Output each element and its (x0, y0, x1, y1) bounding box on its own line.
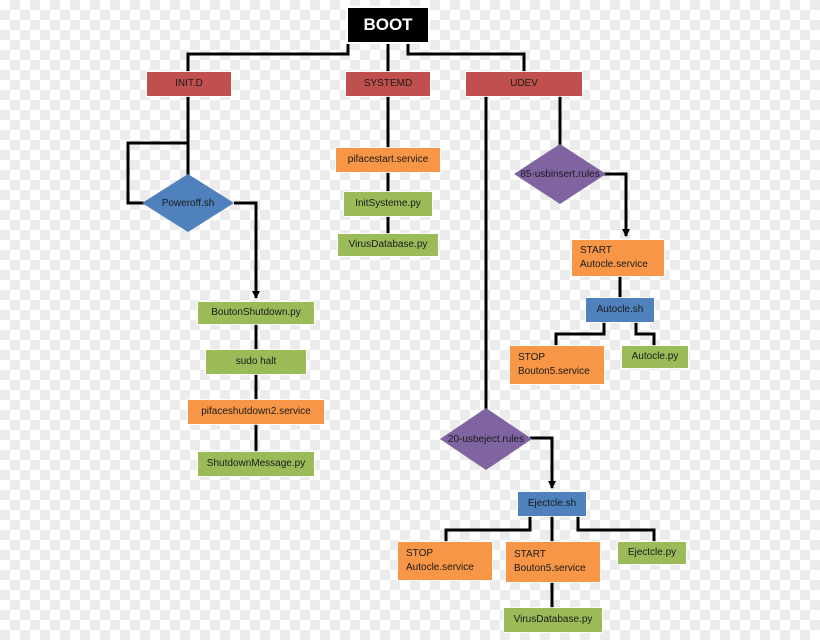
udev-label: UDEV (510, 78, 538, 89)
autocle-sh-label: Autocle.sh (596, 304, 644, 315)
connector-poweroff-boutonshutdown (234, 201, 260, 299)
autocle-py-label: Autocle.py (631, 351, 679, 362)
initsysteme-node: InitSysteme.py (344, 192, 432, 216)
shutdownmessage-node: ShutdownMessage.py (198, 452, 314, 476)
stop-bouton5-line1: STOP (518, 352, 546, 363)
autocle-py-node: Autocle.py (622, 346, 688, 368)
stop-autocle-line2: Autocle.service (406, 562, 474, 573)
pifacestart-label: pifacestart.service (347, 154, 429, 165)
virusdatabase-udev-label: VirusDatabase.py (513, 614, 593, 625)
stop-bouton5-line2: Bouton5.service (518, 366, 590, 377)
udev-node: UDEV (466, 72, 582, 96)
usbeject-label: 20-usbeject.rules (447, 433, 525, 445)
connector-usbinsert-startautocle (600, 172, 630, 237)
stop-autocle-line1: STOP (406, 548, 434, 559)
poweroff-decision: Poweroff.sh (142, 174, 234, 232)
ejectcle-py-node: Ejectcle.py (618, 542, 686, 564)
stop-bouton5-node: STOP Bouton5.service (510, 346, 604, 384)
virusdatabase-udev-node: VirusDatabase.py (504, 608, 602, 632)
shutdownmessage-label: ShutdownMessage.py (206, 458, 306, 469)
systemd-label: SYSTEMD (363, 78, 413, 89)
connector-ejectclesh-ejectclepy (576, 516, 656, 542)
initsysteme-label: InitSysteme.py (355, 198, 421, 209)
initd-node: INIT.D (147, 72, 231, 96)
usbeject-decision: 20-usbeject.rules (440, 408, 532, 470)
ejectcle-py-label: Ejectcle.py (627, 547, 677, 558)
connector-usbeject-ejectclesh (530, 436, 556, 489)
pifaceshutdown-node: pifaceshutdown2.service (188, 400, 324, 424)
virusdatabase-systemd-label: VirusDatabase.py (348, 239, 428, 250)
pifaceshutdown-label: pifaceshutdown2.service (201, 406, 311, 417)
poweroff-label: Poweroff.sh (161, 197, 215, 209)
start-autocle-line2: Autocle.service (580, 259, 648, 270)
sudohalt-label: sudo halt (235, 356, 277, 367)
usbinsert-label: 85-usbinsert.rules (520, 168, 600, 180)
ejectcle-sh-label: Ejectcle.sh (527, 498, 577, 509)
boot-label: BOOT (363, 15, 413, 34)
start-autocle-node: START Autocle.service (572, 240, 664, 276)
boutonshutdown-label: BoutonShutdown.py (211, 307, 301, 318)
start-bouton5-line1: START (514, 549, 546, 560)
connector-boot-initd (186, 42, 350, 72)
usbinsert-decision: 85-usbinsert.rules (514, 144, 606, 204)
connector-autoclesh-stopbouton (554, 322, 606, 346)
start-bouton5-node: START Bouton5.service (506, 542, 600, 582)
pifacestart-node: pifacestart.service (336, 148, 440, 172)
start-autocle-line1: START (580, 245, 612, 256)
autocle-sh-node: Autocle.sh (586, 298, 654, 322)
virusdatabase-systemd-node: VirusDatabase.py (338, 234, 438, 256)
connector-initd-loop (126, 141, 188, 205)
initd-label: INIT.D (175, 78, 203, 89)
stop-autocle-node: STOP Autocle.service (398, 542, 492, 580)
connector-autoclesh-autoclepy (634, 322, 656, 346)
connector-boot-udev (406, 42, 526, 72)
connector-ejectclesh-stopautocle (444, 516, 532, 542)
boot-node: BOOT (348, 8, 428, 42)
start-bouton5-line2: Bouton5.service (514, 563, 586, 574)
ejectcle-sh-node: Ejectcle.sh (518, 492, 586, 516)
sudohalt-node: sudo halt (206, 350, 306, 374)
boutonshutdown-node: BoutonShutdown.py (198, 302, 314, 324)
systemd-node: SYSTEMD (346, 72, 430, 96)
